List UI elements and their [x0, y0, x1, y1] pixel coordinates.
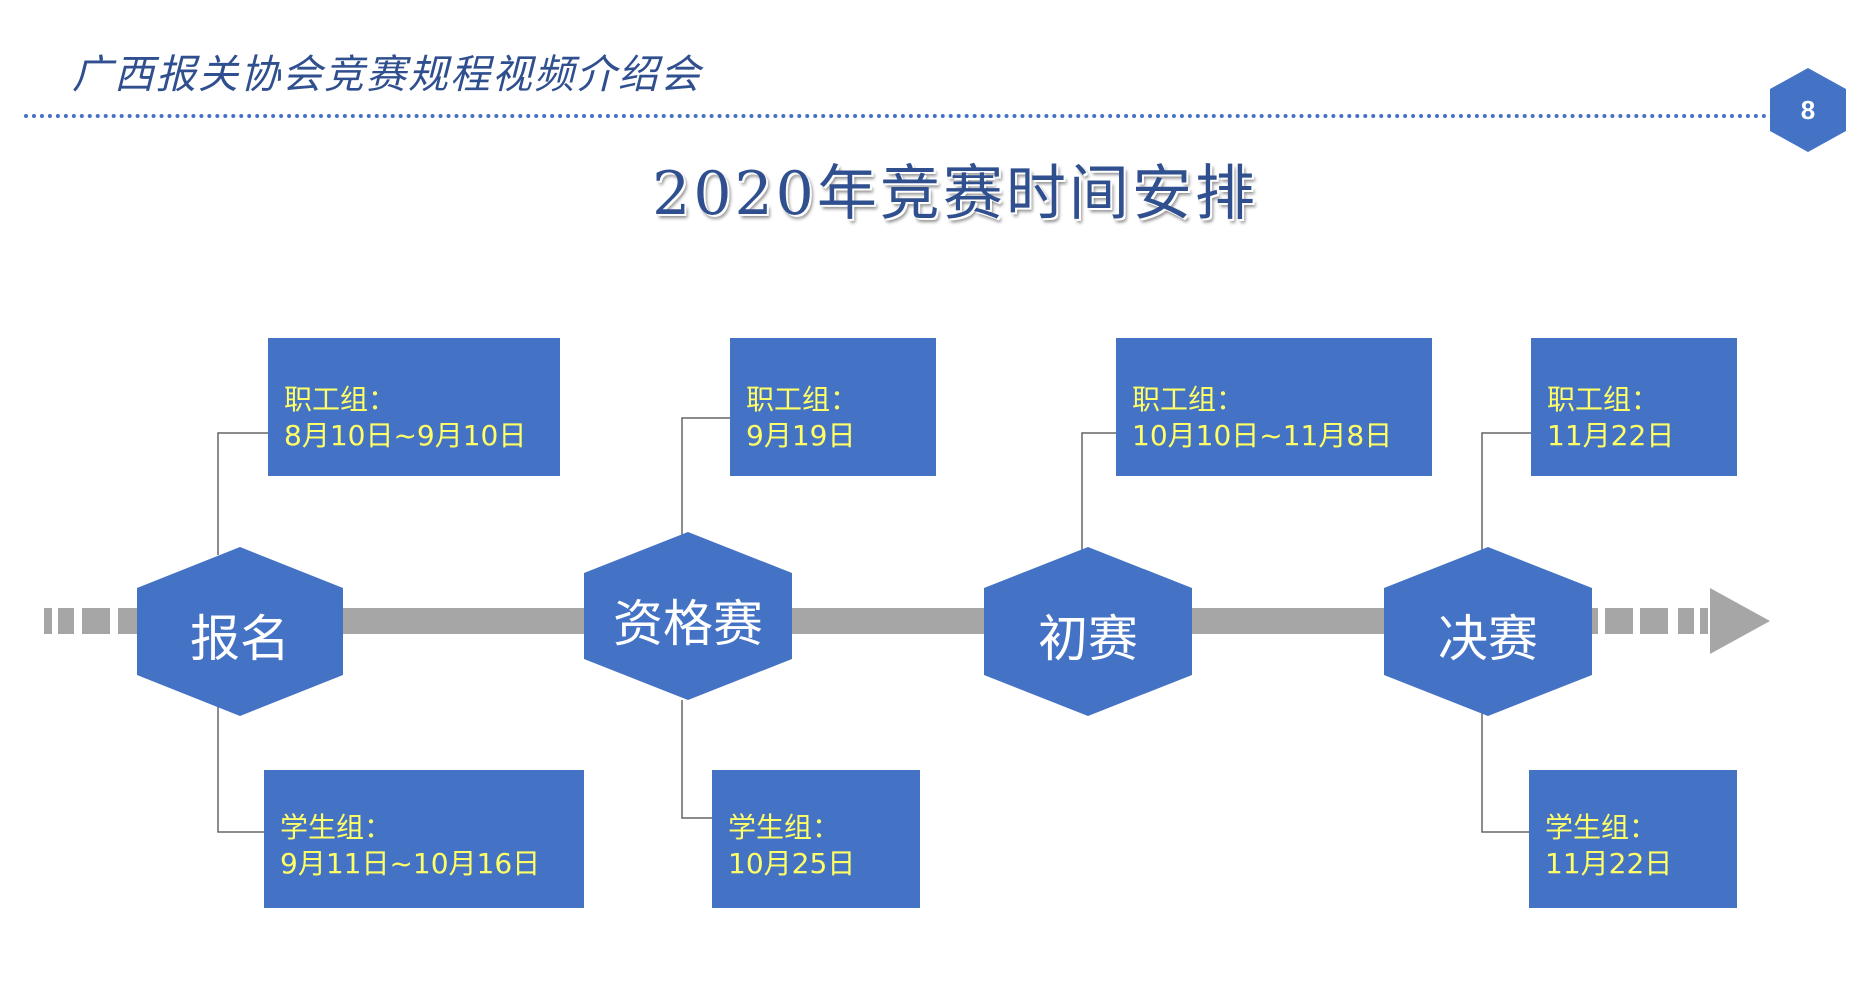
student-box-qualifier: 学生组： 10月25日 — [712, 770, 920, 908]
page-number: 8 — [1800, 94, 1816, 125]
staff-date: 11月22日 — [1547, 419, 1675, 452]
staff-date: 9月19日 — [746, 419, 856, 452]
hexagon-preliminary — [984, 547, 1192, 716]
staff-box-qualifier: 职工组： 9月19日 — [730, 338, 936, 476]
hexagon-qualifier — [584, 532, 792, 700]
hexagon-final — [1384, 547, 1592, 716]
student-group-label: 学生组： — [280, 811, 393, 844]
stage-label-qualifier: 资格赛 — [613, 595, 763, 653]
header-title: 广西报关协会竞赛规程视频介绍会 — [72, 52, 702, 98]
staff-box-final: 职工组： 11月22日 — [1531, 338, 1737, 476]
staff-group-label: 职工组： — [284, 383, 397, 416]
student-date: 10月25日 — [728, 847, 856, 880]
timeline-arrow — [44, 588, 1770, 654]
staff-box-preliminary: 职工组： 10月10日~11月8日 — [1116, 338, 1432, 476]
page-badge-hexagon-icon — [1770, 68, 1846, 152]
connector-lines — [217, 417, 1531, 833]
stage-label-preliminary: 初赛 — [1038, 610, 1138, 668]
staff-date: 10月10日~11月8日 — [1132, 419, 1393, 452]
staff-group-label: 职工组： — [1547, 383, 1660, 416]
staff-group-label: 职工组： — [1132, 383, 1245, 416]
student-date: 9月11日~10月16日 — [280, 847, 541, 880]
staff-box-registration: 职工组： 8月10日~9月10日 — [268, 338, 560, 476]
student-group-label: 学生组： — [1545, 811, 1658, 844]
staff-group-label: 职工组： — [746, 383, 859, 416]
student-box-registration: 学生组： 9月11日~10月16日 — [264, 770, 584, 908]
staff-date: 8月10日~9月10日 — [284, 419, 527, 452]
student-box-final: 学生组： 11月22日 — [1529, 770, 1737, 908]
main-title: 2020年竞赛时间安排 — [652, 159, 1258, 229]
stage-label-registration: 报名 — [190, 610, 290, 668]
hexagon-registration — [137, 547, 343, 716]
stage-label-final: 决赛 — [1438, 610, 1538, 668]
student-date: 11月22日 — [1545, 847, 1673, 880]
stage-hexagons — [137, 532, 1592, 716]
header-divider — [24, 114, 1784, 118]
student-group-label: 学生组： — [728, 811, 841, 844]
